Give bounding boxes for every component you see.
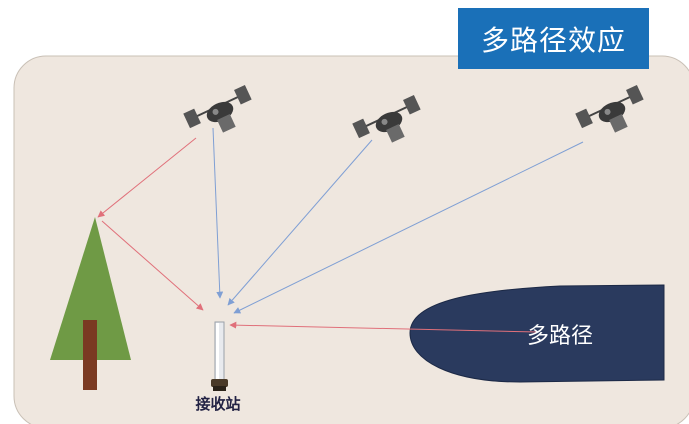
direct-signal-line bbox=[233, 141, 584, 314]
station-label: 接收站 bbox=[195, 394, 241, 413]
reflected-signal-line bbox=[97, 137, 197, 218]
receiver-antenna-icon bbox=[211, 321, 228, 391]
lake-shape bbox=[409, 284, 665, 383]
title-box: 多路径效应 bbox=[458, 8, 649, 69]
direct-signal-line bbox=[227, 139, 373, 306]
satellite-icon bbox=[183, 84, 252, 133]
reflected-signal-line bbox=[229, 321, 539, 333]
satellite-icon bbox=[352, 94, 421, 143]
satellite-icon bbox=[575, 84, 644, 133]
tree-icon bbox=[50, 217, 131, 390]
lake-label: 多路径 bbox=[526, 324, 593, 349]
direct-signal-line bbox=[212, 127, 224, 299]
reflected-signal-line bbox=[101, 220, 204, 311]
